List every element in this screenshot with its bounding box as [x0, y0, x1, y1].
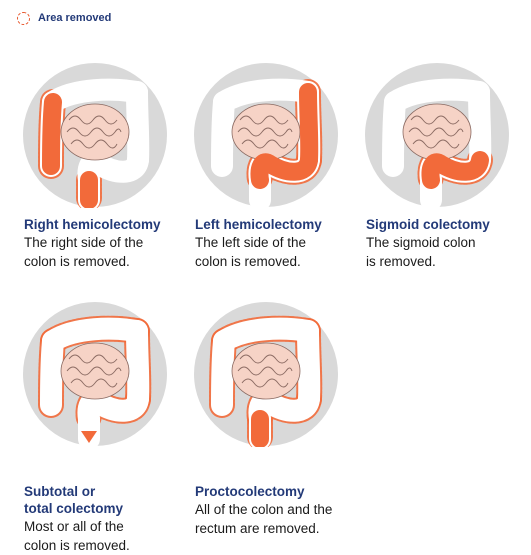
removed-segment-descending [299, 83, 319, 169]
removed-segment-sigmoid [421, 151, 489, 189]
intestine-loop-1 [237, 127, 293, 137]
panel-description: All of the colon and the rectum are remo… [195, 502, 333, 536]
colon-diagram [23, 63, 167, 208]
panel-description: The sigmoid colon is removed. [366, 235, 476, 269]
panel-left-hemicolectomy: Left hemicolectomy The left side of the … [188, 62, 358, 271]
panel-title: Left hemicolectomy [195, 217, 322, 232]
panel-title: Subtotal or total colectomy [24, 484, 124, 516]
intestine-loop-0 [410, 115, 460, 125]
removed-segment-sigmoid [250, 151, 318, 189]
colon-diagram [194, 63, 338, 208]
colon-segment-transverse [213, 317, 319, 352]
small-intestine [231, 103, 301, 161]
panel-description: Most or all of the colon is removed. [24, 519, 130, 553]
intestine-loop-1 [66, 366, 122, 376]
removed-segment-ascending [42, 93, 62, 175]
colon-segment-transverse [42, 317, 148, 352]
small-intestine [402, 103, 472, 161]
legend-dashed-circle-icon [17, 11, 30, 25]
intestine-loop-0 [239, 115, 289, 125]
legend-label: Area removed [38, 12, 112, 24]
colon-segment-transverse [42, 78, 148, 113]
colon-segment-transverse [384, 78, 490, 113]
intestine-loop-1 [237, 366, 293, 376]
small-intestine [60, 103, 130, 161]
colon-diagram [194, 302, 338, 447]
panel-description: The left side of the colon is removed. [195, 235, 307, 269]
small-intestine [231, 342, 301, 400]
panel-title: Right hemicolectomy [24, 217, 161, 232]
intestine-loop-0 [239, 354, 289, 364]
panel-title: Sigmoid colectomy [366, 217, 490, 232]
intestine-loop-1 [408, 127, 464, 137]
rectum-tip [252, 431, 268, 443]
panel-sigmoid-colectomy: Sigmoid colectomy The sigmoid colon is r… [359, 62, 529, 271]
panel-description: The right side of the colon is removed. [24, 235, 144, 269]
panel-total-colectomy: Subtotal or total colectomy Most or all … [17, 301, 187, 555]
colon-segment-transverse [213, 78, 319, 113]
intestine-loop-2 [412, 139, 460, 149]
intestine-loop-1 [66, 127, 122, 137]
panel-right-hemicolectomy: Right hemicolectomy The right side of th… [17, 62, 187, 271]
legend: Area removed [17, 8, 111, 28]
intestine-loop-2 [241, 139, 289, 149]
intestine-loop-0 [68, 354, 118, 364]
panel-proctocolectomy: Proctocolectomy All of the colon and the… [188, 301, 358, 538]
intestine-loop-0 [68, 115, 118, 125]
colon-diagram [23, 302, 167, 447]
colon-diagram [365, 63, 509, 208]
intestine-loop-2 [70, 378, 118, 388]
panel-title: Proctocolectomy [195, 484, 305, 499]
rectum-tip [81, 431, 97, 443]
intestine-loop-2 [241, 378, 289, 388]
small-intestine [60, 342, 130, 400]
intestine-loop-2 [70, 139, 118, 149]
